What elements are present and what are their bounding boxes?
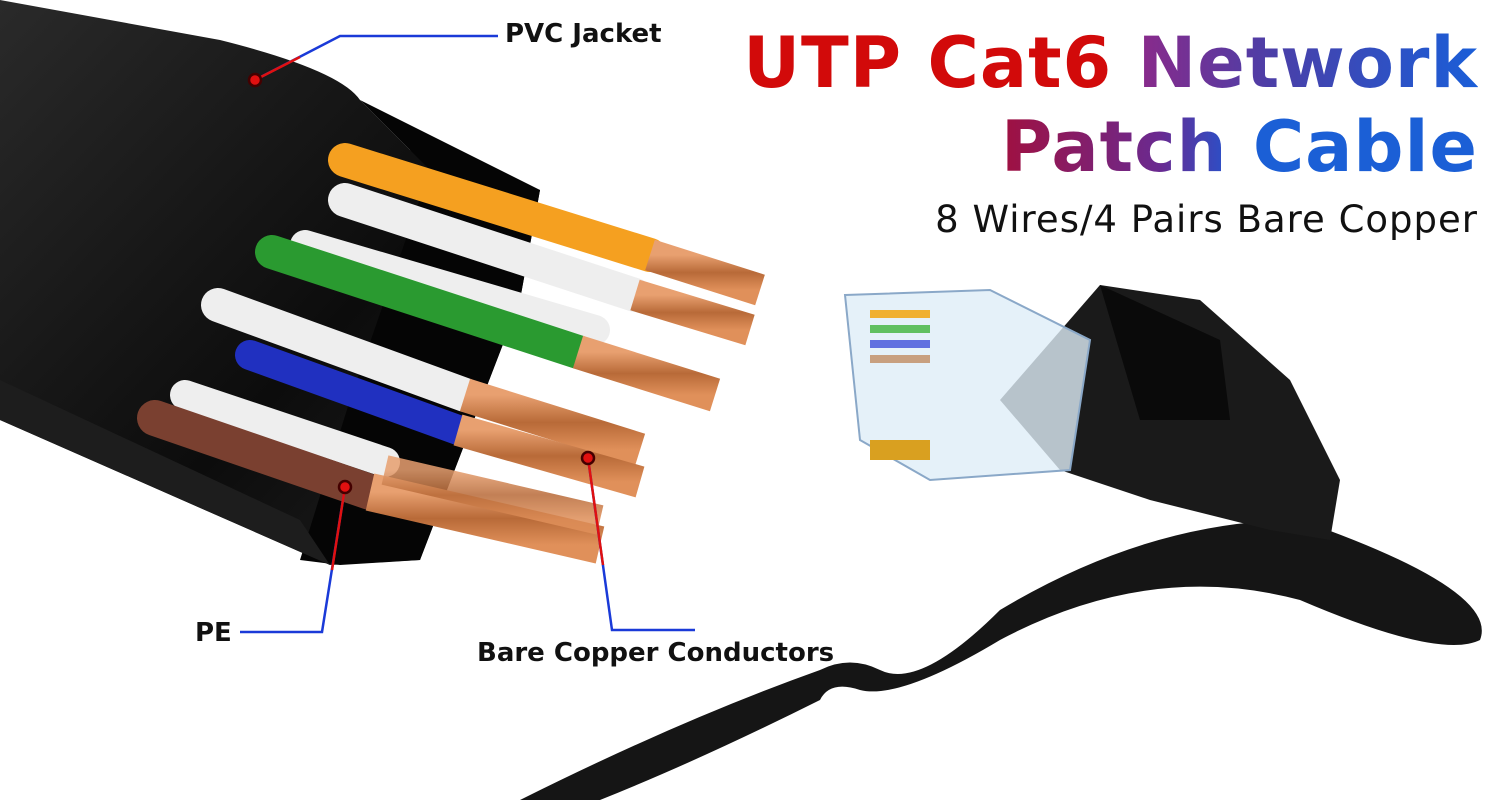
callout-lines — [240, 34, 695, 634]
title-line-1: UTP Cat6 Network — [743, 28, 1478, 98]
pe-marker — [337, 479, 353, 495]
label-pvc-jacket: PVC Jacket — [505, 19, 662, 49]
rj45-plug — [843, 288, 1092, 482]
jacket-marker — [247, 72, 263, 88]
label-pe: PE — [195, 618, 232, 648]
flat-cable-loop — [520, 520, 1482, 800]
wire-white-blue — [201, 288, 482, 412]
wire-white-orange — [328, 183, 652, 312]
copper-blue — [453, 414, 645, 498]
subtitle: 8 Wires/4 Pairs Bare Copper — [935, 198, 1478, 241]
wire-white-green — [290, 230, 610, 345]
rj45-contacts — [870, 310, 930, 460]
copper-orange — [645, 239, 765, 306]
copper-green — [572, 335, 721, 412]
conductors-marker — [580, 450, 596, 466]
jacket-edge — [0, 380, 330, 565]
title-line-2: Patch Cable — [1001, 112, 1478, 182]
copper-brown — [365, 473, 605, 564]
wires — [137, 143, 765, 564]
title-cable: Cable — [1252, 106, 1478, 188]
title-network: Network — [1137, 22, 1478, 104]
copper-white-orange — [630, 279, 755, 346]
wire-green — [255, 235, 595, 369]
title-utp-cat6: UTP Cat6 — [743, 22, 1113, 104]
label-bare-copper-conductors: Bare Copper Conductors — [477, 638, 835, 668]
copper-white-brown — [381, 455, 604, 535]
wire-brown — [137, 400, 388, 510]
wire-orange — [328, 143, 667, 272]
wire-white-brown — [170, 380, 400, 477]
copper-white-blue — [459, 378, 646, 467]
connector-latch — [1100, 285, 1230, 420]
title-patch: Patch — [1000, 106, 1228, 188]
wire-blue — [235, 340, 473, 445]
